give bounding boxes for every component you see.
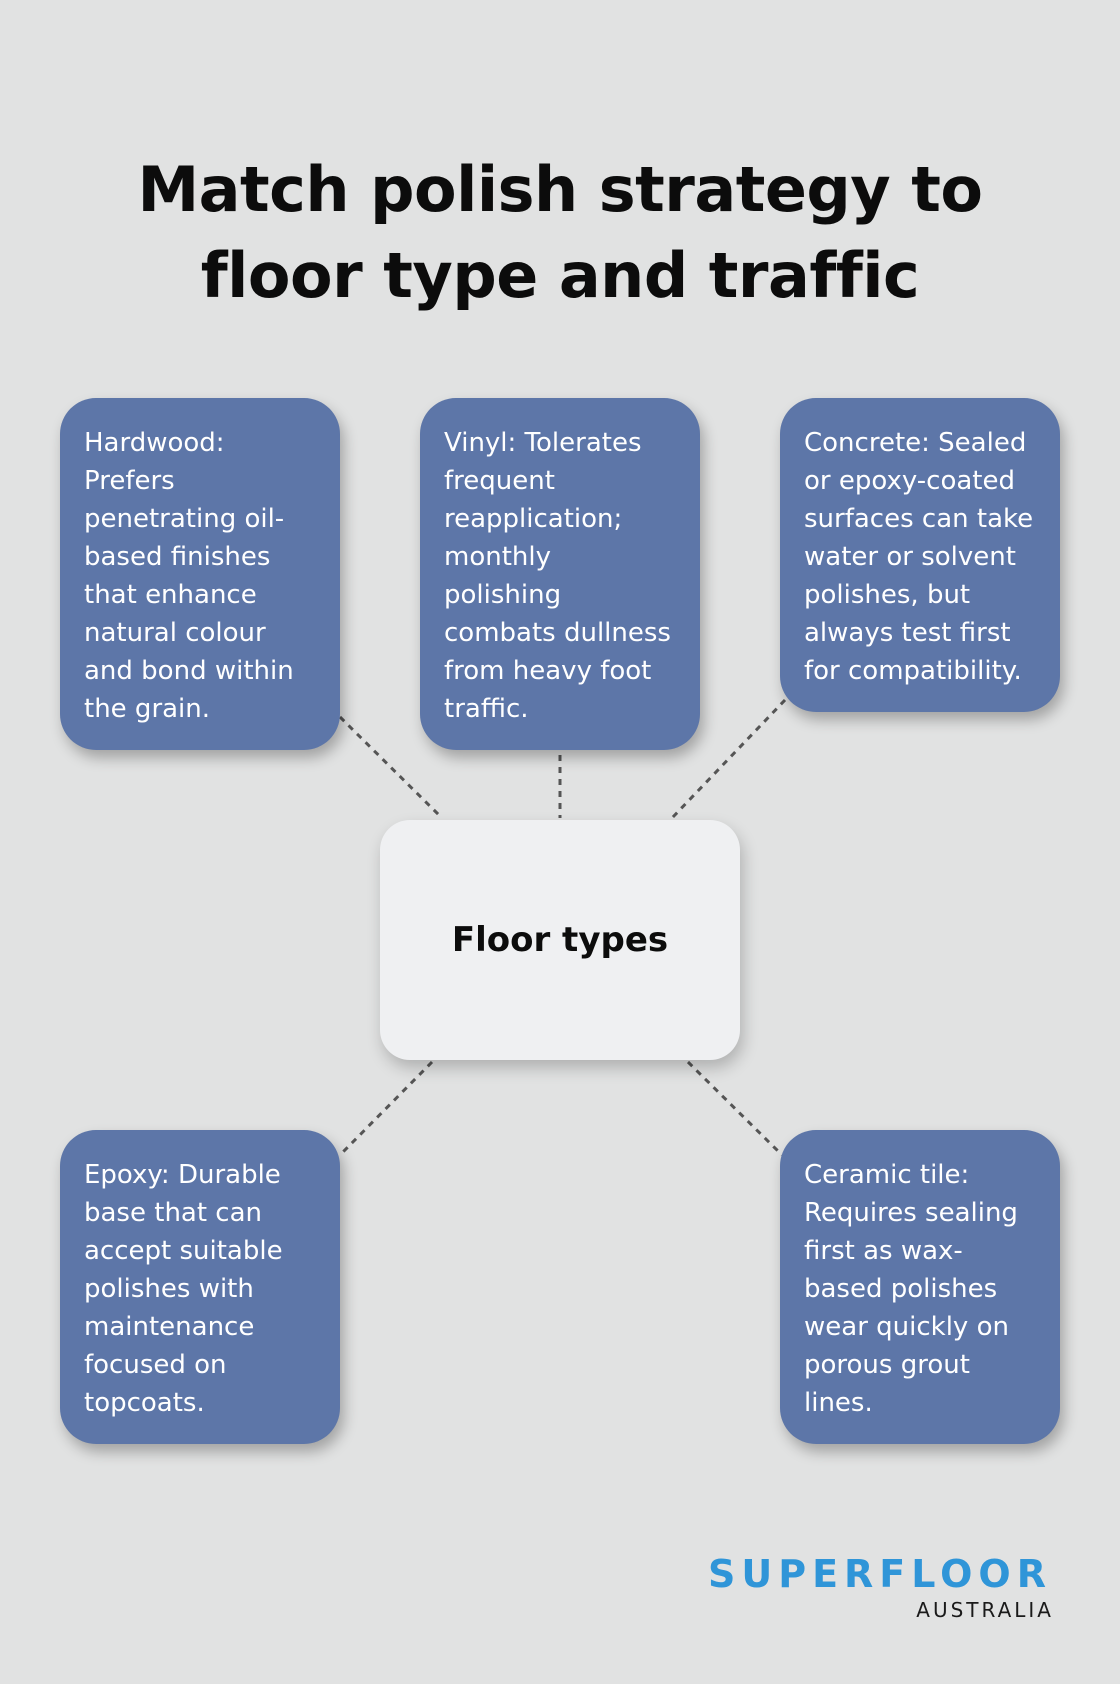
card-line: Hardwood:	[84, 428, 225, 458]
card-line: Requires sealing	[804, 1198, 1018, 1228]
card-line: always test first	[804, 618, 1011, 648]
card-line: Vinyl: Tolerates	[444, 428, 642, 458]
card-line: based finishes	[84, 542, 271, 572]
card-line: wear quickly on	[804, 1312, 1009, 1342]
card-line: surfaces can take	[804, 504, 1034, 534]
connector-epoxy	[338, 1060, 434, 1157]
card-line: and bond within	[84, 656, 294, 686]
logo-wordmark: SUPERFLOOR	[708, 1552, 1052, 1596]
card-line: focused on	[84, 1350, 227, 1380]
card-line: traffic.	[444, 694, 529, 724]
card-line: maintenance	[84, 1312, 255, 1342]
card-line: natural colour	[84, 618, 266, 648]
card-line: polishes, but	[804, 580, 971, 610]
card-hardwood: Hardwood: Prefers penetrating oil- based…	[60, 398, 340, 750]
connector-ceramic	[686, 1060, 784, 1157]
card-line: topcoats.	[84, 1388, 205, 1418]
card-line: based polishes	[804, 1274, 998, 1304]
hub-floor-types: Floor types	[380, 820, 740, 1060]
card-line: frequent	[444, 466, 555, 496]
card-line: Ceramic tile:	[804, 1160, 970, 1190]
card-ceramic-tile: Ceramic tile: Requires sealing first as …	[780, 1130, 1060, 1444]
card-line: lines.	[804, 1388, 873, 1418]
card-epoxy: Epoxy: Durable base that can accept suit…	[60, 1130, 340, 1444]
card-line: or epoxy-coated	[804, 466, 1015, 496]
card-line: combats dullness	[444, 618, 671, 648]
card-line: the grain.	[84, 694, 211, 724]
card-line: from heavy foot	[444, 656, 652, 686]
page-title: Match polish strategy to floor type and …	[137, 152, 983, 312]
card-line: Prefers	[84, 466, 175, 496]
card-concrete: Concrete: Sealed or epoxy-coated surface…	[780, 398, 1060, 712]
card-line: that enhance	[84, 580, 257, 610]
card-line: Epoxy: Durable	[84, 1160, 281, 1190]
hub-label: Floor types	[451, 920, 669, 960]
card-line: accept suitable	[84, 1236, 283, 1266]
card-line: polishing	[444, 580, 562, 610]
card-line: monthly	[444, 542, 551, 572]
card-line: water or solvent	[804, 542, 1016, 572]
logo-subtitle: AUSTRALIA	[916, 1598, 1054, 1622]
card-line: penetrating oil-	[84, 504, 285, 534]
card-line: base that can	[84, 1198, 263, 1228]
card-line: polishes with	[84, 1274, 254, 1304]
card-line: porous grout	[804, 1350, 970, 1380]
card-line: reapplication;	[444, 504, 623, 534]
card-vinyl: Vinyl: Tolerates frequent reapplication;…	[420, 398, 700, 750]
card-line: for compatibility.	[804, 656, 1022, 686]
card-line: first as wax-	[804, 1236, 963, 1266]
brand-logo: SUPERFLOOR AUSTRALIA	[650, 1552, 1060, 1622]
connector-concrete	[670, 698, 787, 820]
card-line: Concrete: Sealed	[804, 428, 1027, 458]
